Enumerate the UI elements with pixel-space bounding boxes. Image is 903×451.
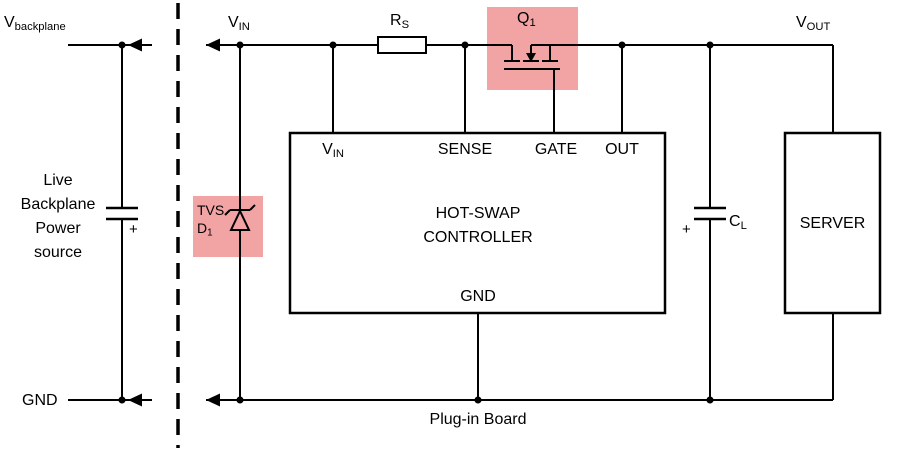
- cl-label: CL: [729, 212, 747, 232]
- label-main: D: [197, 220, 208, 236]
- connector-arrows: [128, 38, 536, 407]
- gnd-left-label: GND: [22, 392, 58, 409]
- cl-capacitor: [694, 206, 726, 221]
- label-main: V: [796, 14, 807, 31]
- backplane-bottom-arrow: [128, 393, 142, 407]
- label-main: C: [729, 213, 741, 230]
- plug-in-board-label: Plug-in Board: [429, 411, 527, 428]
- tvs-label: TVS D1: [197, 201, 225, 239]
- controller-pin-gnd: GND: [460, 288, 496, 305]
- sense-resistor-body: [377, 36, 427, 54]
- controller-pin-vin: VIN: [305, 140, 361, 160]
- label-sub: S: [401, 19, 410, 32]
- board-bottom-arrow: [206, 393, 220, 407]
- server-label: SERVER: [799, 215, 866, 232]
- server-box: [783, 131, 882, 315]
- label-main: V: [322, 141, 333, 158]
- d1-text: D1: [197, 219, 224, 239]
- label-sub: OUT: [806, 21, 831, 34]
- v-backplane-label: Vbackplane: [4, 13, 66, 33]
- backplane-capacitor: [106, 206, 138, 221]
- vout-label: VOUT: [796, 13, 830, 33]
- tvs-text: TVS: [197, 202, 225, 218]
- board-top-arrow: [206, 38, 220, 52]
- hot-swap-controller-box: [288, 131, 667, 315]
- controller-pin-out: OUT: [605, 141, 639, 158]
- q1-highlight: [487, 7, 578, 90]
- backplane-cap-plus: +: [129, 221, 138, 238]
- cl-cap-plus: +: [682, 221, 691, 238]
- label-main: R: [390, 12, 402, 29]
- label-sub: L: [740, 220, 747, 233]
- label-sub: backplane: [14, 21, 66, 34]
- label-sub: 1: [207, 227, 213, 239]
- controller-pin-sense: SENSE: [437, 141, 493, 158]
- label-sub: IN: [332, 148, 344, 161]
- tvs-highlight: [193, 196, 263, 257]
- label-sub: IN: [238, 21, 250, 34]
- label-sub: 1: [529, 17, 536, 30]
- q1-label: Q1: [517, 9, 536, 29]
- label-main: V: [4, 14, 15, 31]
- tvs-diode-symbol: [224, 204, 256, 231]
- backplane-top-arrow: [128, 38, 142, 52]
- circuit-wires: [68, 36, 882, 401]
- label-main: V: [228, 14, 239, 31]
- live-backplane-source-label: Live Backplane Power source: [20, 172, 96, 261]
- rs-label: RS: [390, 11, 409, 31]
- junction-dots: [118, 41, 714, 404]
- controller-title: HOT-SWAP CONTROLLER: [423, 205, 533, 246]
- label-main: Q: [517, 10, 530, 27]
- mosfet-body-arrow: [526, 53, 536, 62]
- vin-top-label: VIN: [228, 13, 250, 33]
- controller-pin-gate: GATE: [534, 141, 578, 158]
